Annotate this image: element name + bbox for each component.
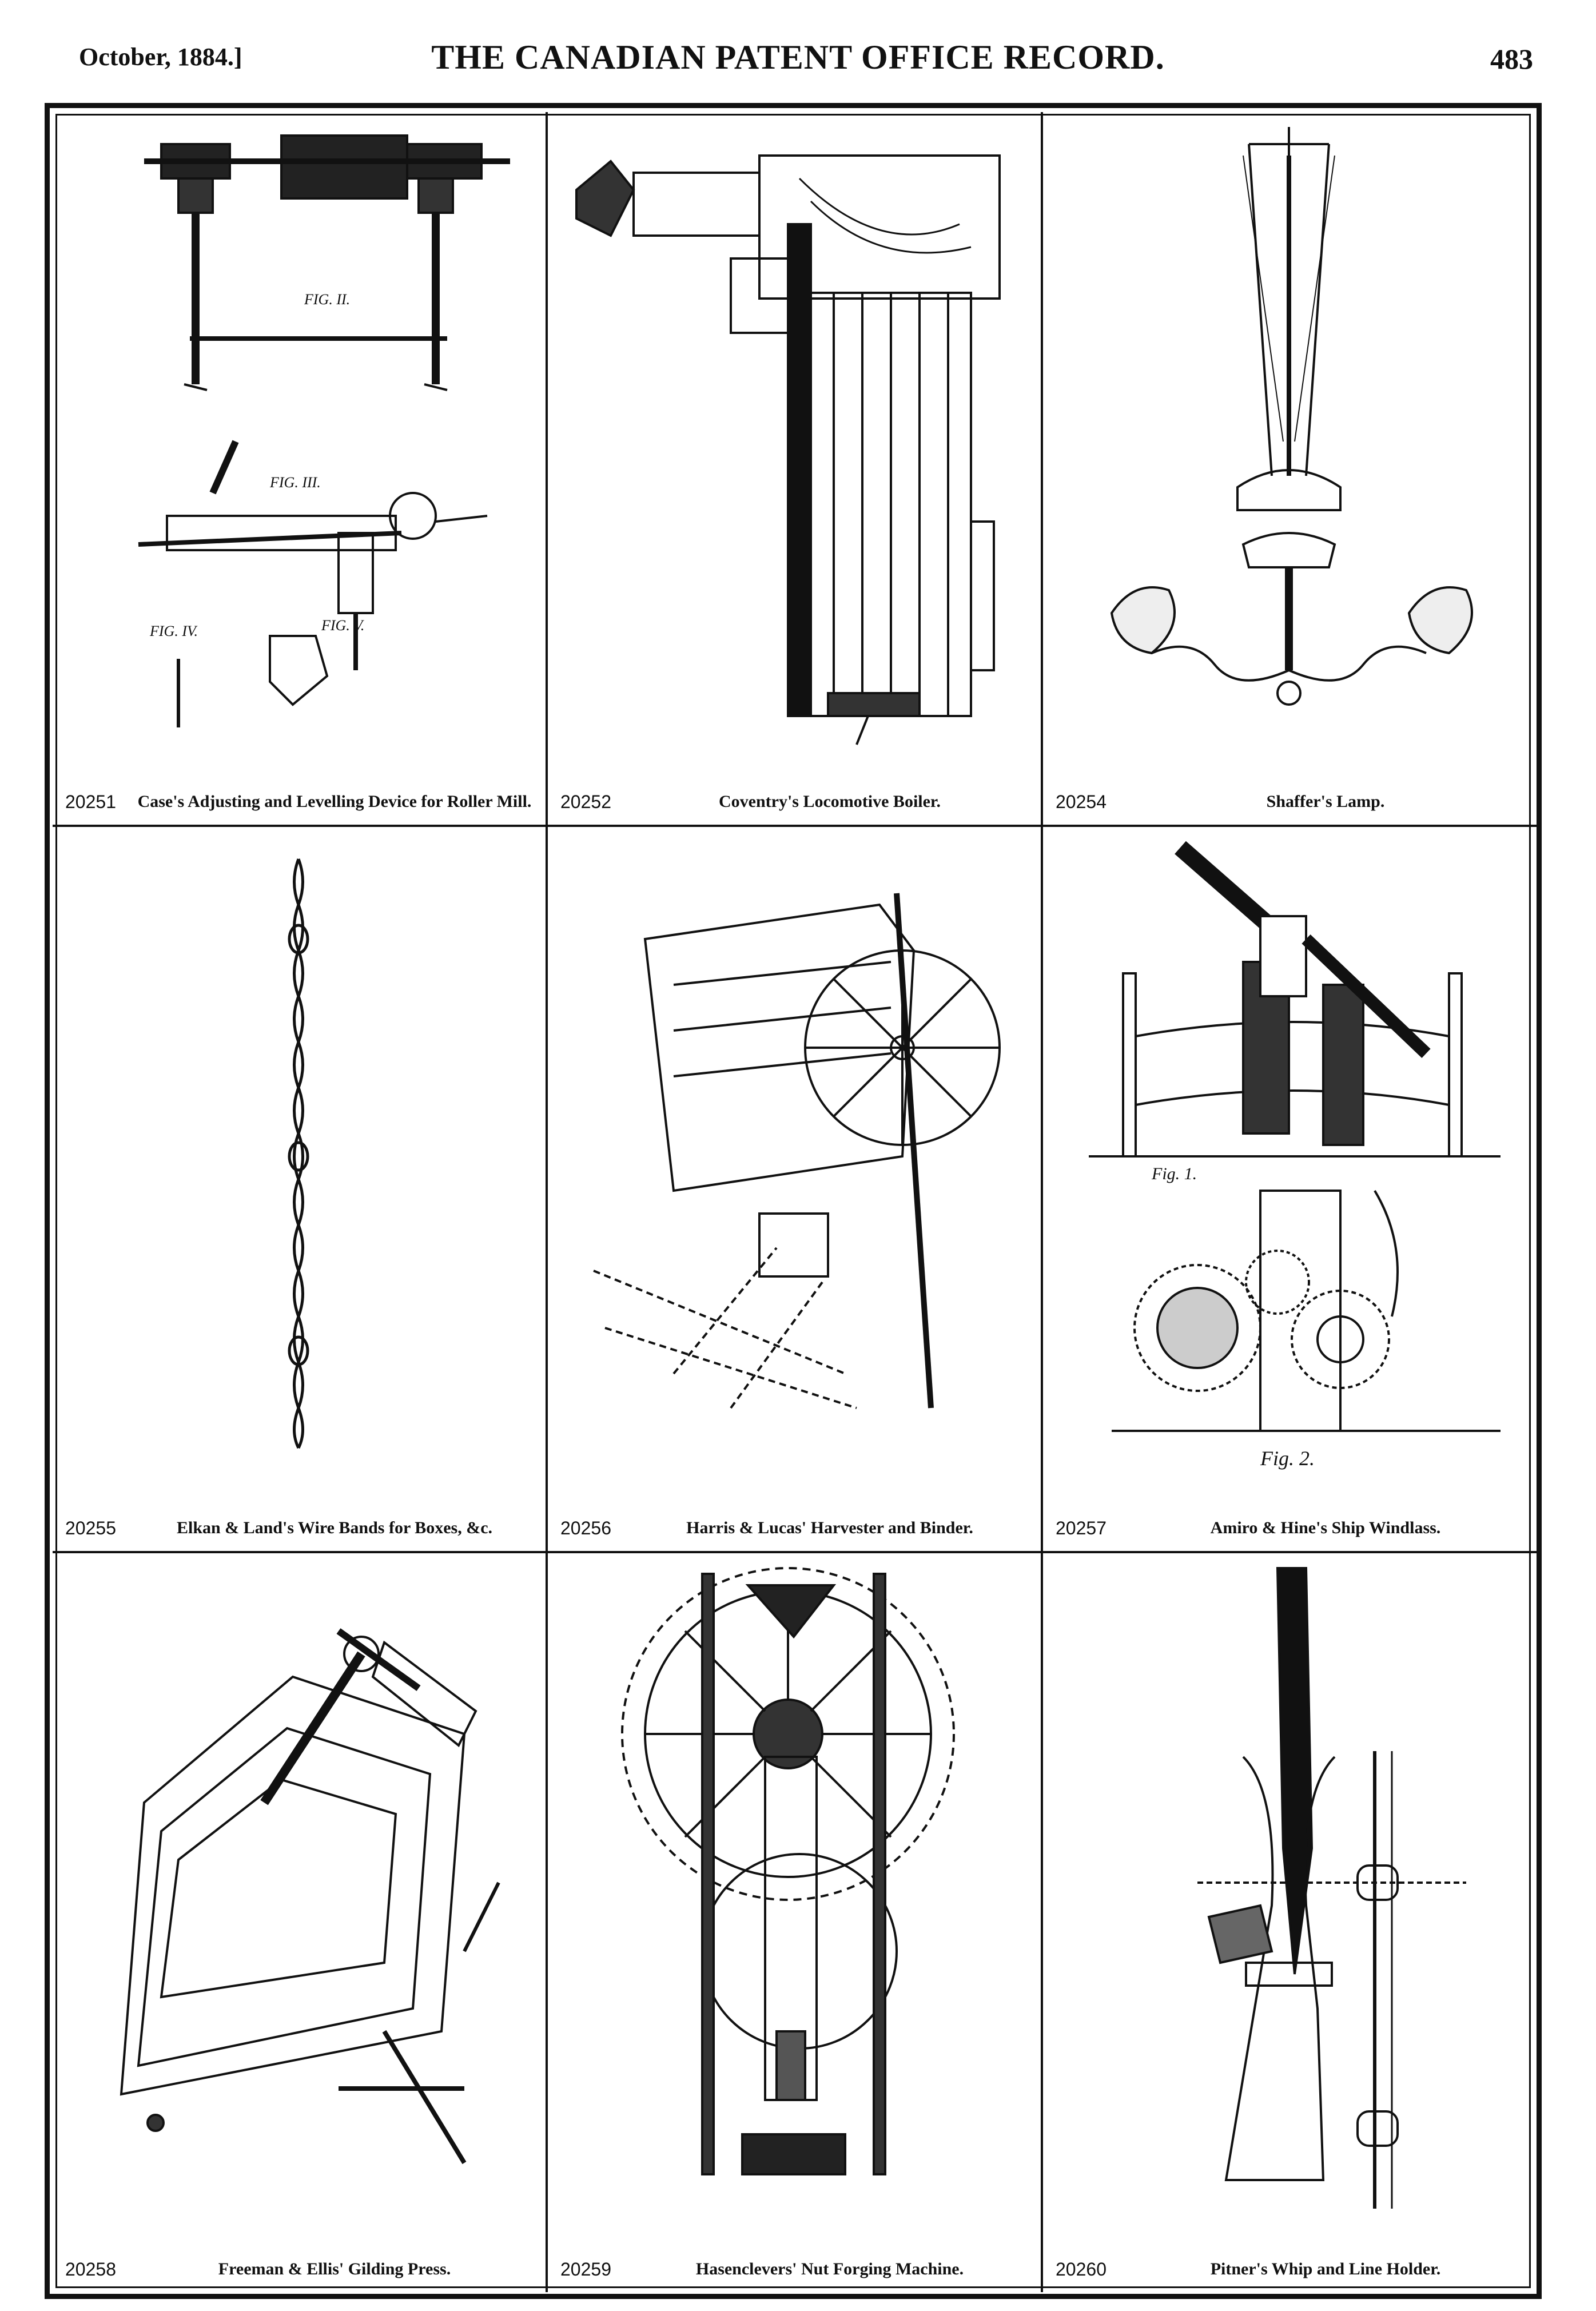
patent-cell-20252: 20252 Coventry's Locomotive Boiler.	[548, 112, 1043, 827]
patent-title: Shaffer's Lamp.	[1266, 792, 1385, 811]
roller-mill-adjusting-device-drawing: FIG. II. FIG. III. FIG. IV. FIG. V.	[138, 134, 510, 727]
patent-cell-20256: 20256 Harris & Lucas' Harvester and Bind…	[548, 827, 1043, 1553]
page-border	[45, 103, 1542, 2299]
page-number: 483	[1490, 43, 1533, 75]
patent-cell-20259: 20259 Hasenclevers' Nut Forging Machine.	[548, 1553, 1043, 2292]
patent-title: Amiro & Hine's Ship Windlass.	[1210, 1518, 1441, 1537]
patent-caption: 20260 Pitner's Whip and Line Holder.	[1056, 2259, 1527, 2280]
patent-number: 20255	[65, 1518, 116, 1538]
patent-caption: 20255 Elkan & Land's Wire Bands for Boxe…	[65, 1518, 535, 1538]
patent-title: Freeman & Ellis' Gilding Press.	[218, 2260, 451, 2278]
whip-line-holder-drawing	[1197, 1567, 1466, 2209]
patent-title: Elkan & Land's Wire Bands for Boxes, &c.	[176, 1518, 493, 1537]
patent-cell-20258: 20258 Freeman & Ellis' Gilding Press.	[53, 1553, 548, 2292]
patent-number: 20252	[560, 791, 611, 812]
fig-4-label: FIG. IV.	[149, 623, 198, 639]
patent-caption: 20254 Shaffer's Lamp.	[1056, 791, 1527, 812]
patent-number: 20257	[1056, 1518, 1107, 1538]
twisted-wire-band-drawing	[288, 858, 309, 1449]
patent-title: Case's Adjusting and Levelling Device fo…	[137, 792, 532, 811]
patent-caption: 20258 Freeman & Ellis' Gilding Press.	[65, 2259, 535, 2280]
patent-cell-20257: Fig. 1. Fig. 2. 20257 Amiro & Hine's Shi…	[1043, 827, 1537, 1553]
patent-number: 20258	[65, 2259, 116, 2280]
patent-title: Coventry's Locomotive Boiler.	[719, 792, 941, 811]
fig-3-label: FIG. III.	[269, 474, 321, 491]
patent-caption: 20252 Coventry's Locomotive Boiler.	[560, 791, 1030, 812]
harvester-binder-drawing	[593, 893, 1001, 1409]
header-date: October, 1884.]	[79, 43, 242, 71]
fig-5-label: FIG. V.	[321, 617, 364, 634]
page-title: THE CANADIAN PATENT OFFICE RECORD.	[431, 38, 1165, 76]
ship-windlass-drawing: Fig. 1. Fig. 2.	[1089, 841, 1501, 1470]
patent-caption: 20257 Amiro & Hine's Ship Windlass.	[1056, 1518, 1527, 1538]
patent-number: 20256	[560, 1518, 611, 1538]
patent-caption: 20256 Harris & Lucas' Harvester and Bind…	[560, 1518, 1030, 1538]
gilding-press-drawing	[120, 1628, 500, 2165]
patent-title: Hasenclevers' Nut Forging Machine.	[695, 2260, 964, 2278]
patent-number: 20260	[1056, 2259, 1107, 2280]
patent-cell-20260: 20260 Pitner's Whip and Line Holder.	[1043, 1553, 1537, 2292]
fig-2-label: FIG. II.	[304, 291, 350, 308]
patent-cell-20255: 20255 Elkan & Land's Wire Bands for Boxe…	[53, 827, 548, 1553]
nut-forging-machine-drawing	[621, 1567, 955, 2175]
locomotive-boiler-drawing	[575, 154, 1001, 745]
patent-number: 20259	[560, 2259, 611, 2280]
patent-cell-20254: 20254 Shaffer's Lamp.	[1043, 112, 1537, 827]
patent-title: Harris & Lucas' Harvester and Binder.	[686, 1518, 973, 1537]
patent-caption: 20251 Case's Adjusting and Levelling Dev…	[65, 791, 535, 812]
patent-number: 20254	[1056, 791, 1107, 812]
patent-caption: 20259 Hasenclevers' Nut Forging Machine.	[560, 2259, 1030, 2280]
windlass-fig1-label: Fig. 1.	[1151, 1164, 1197, 1183]
hanging-lamp-drawing	[1110, 127, 1473, 706]
windlass-fig2-label: Fig. 2.	[1260, 1447, 1315, 1470]
patent-number: 20251	[65, 791, 116, 812]
patent-cell-20251: FIG. II. FIG. III. FIG. IV. FIG. V. 2025…	[53, 112, 548, 827]
patent-title: Pitner's Whip and Line Holder.	[1210, 2260, 1441, 2278]
patent-grid: FIG. II. FIG. III. FIG. IV. FIG. V. 2025…	[53, 112, 1537, 2292]
